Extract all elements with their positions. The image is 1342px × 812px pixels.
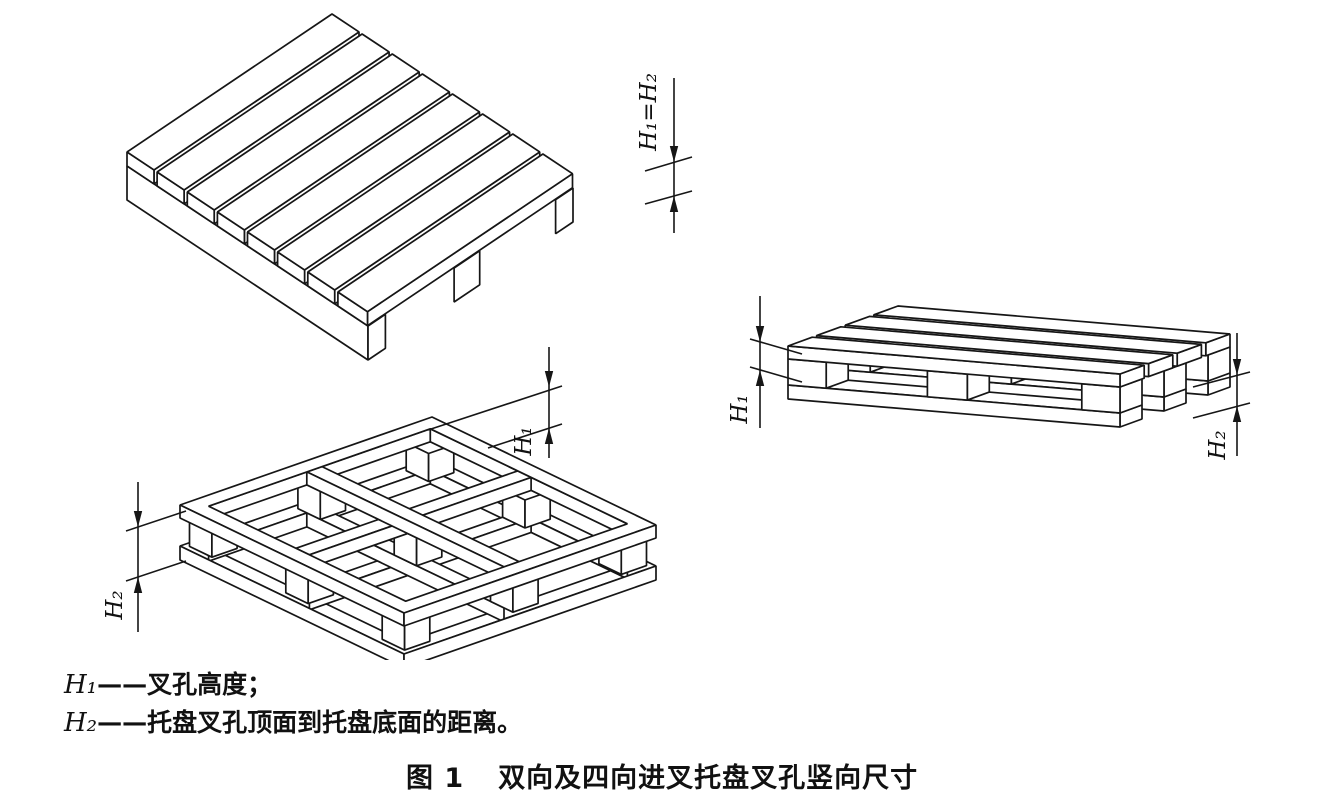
line-art-shape [403,565,657,660]
line-art-shape [544,428,554,444]
frame-pallet-drawing [179,416,657,660]
line-art-shape [816,325,1174,365]
line-art-shape [156,33,390,191]
figure-caption: 图 1 双向及四向进叉托盘叉孔竖向尺寸 [406,756,918,795]
figure-canvas: H₁=H₂ H₁ H₂ H₁ H₂ [102,13,1251,660]
line-art-shape [787,358,828,390]
line-art-shape [844,315,1202,355]
line-art-shape [186,53,420,211]
stringer-pallet-drawing [126,13,574,361]
line-art-shape [307,133,541,291]
line-art-shape [644,156,693,172]
block-pallet-drawing [787,305,1231,428]
line-art-shape [427,385,563,431]
line-art-shape [179,545,405,660]
dimension-label-block-pallet-h2: H₂ [1205,430,1231,460]
line-art-shape [125,510,187,532]
legend-definition-h1: ——叉孔高度； [97,670,273,699]
line-art-shape [787,384,1121,428]
line-art-shape [1232,406,1242,422]
line-art-shape [749,366,803,383]
line-art-shape [1232,359,1242,375]
legend-symbol-h1: H₁ [64,670,98,700]
dimension-label-frame-pallet-h1: H₁ [511,426,537,456]
line-art-shape [1192,371,1251,388]
line-art-shape [755,326,765,342]
line-art-shape [544,371,554,387]
line-art-shape [926,369,969,401]
line-art-shape [337,153,573,313]
line-art-shape [873,305,1231,344]
dimension-annotations [125,78,1251,632]
line-art-shape [487,423,563,449]
line-art-shape [669,196,679,212]
line-art-shape [133,577,143,593]
line-art-shape [125,560,187,582]
legend-row-h2: H₂——托盘叉孔顶面到托盘底面的距离。 [64,708,522,746]
figure-legend: H₁——叉孔高度； H₂——托盘叉孔顶面到托盘底面的距离。 [64,670,522,746]
figure-caption-title: 双向及四向进叉托盘叉孔竖向尺寸 [498,763,919,794]
legend-symbol-h2: H₂ [64,708,98,738]
line-art-shape [749,338,803,355]
legend-definition-h2: ——托盘叉孔顶面到托盘底面的距离。 [97,708,523,737]
figure-caption-number: 图 1 [406,763,465,794]
line-art-shape [247,93,480,251]
line-art-shape [1080,382,1121,414]
dimension-label-block-pallet-h1: H₁ [727,394,753,424]
line-art-shape [669,146,679,162]
line-art-shape [787,336,1145,375]
line-art-shape [277,113,511,271]
legend-row-h1: H₁——叉孔高度； [64,670,522,708]
line-art-shape [133,511,143,527]
dimension-label-stringer-pallet: H₁=H₂ [636,73,662,152]
line-art-shape [755,370,765,386]
line-art-shape [216,73,450,231]
line-art-shape [644,190,693,205]
dimension-label-frame-pallet-h2: H₂ [102,590,128,620]
line-art-shape [403,524,657,627]
line-art-shape [1192,402,1251,419]
line-art-shape [126,13,360,171]
